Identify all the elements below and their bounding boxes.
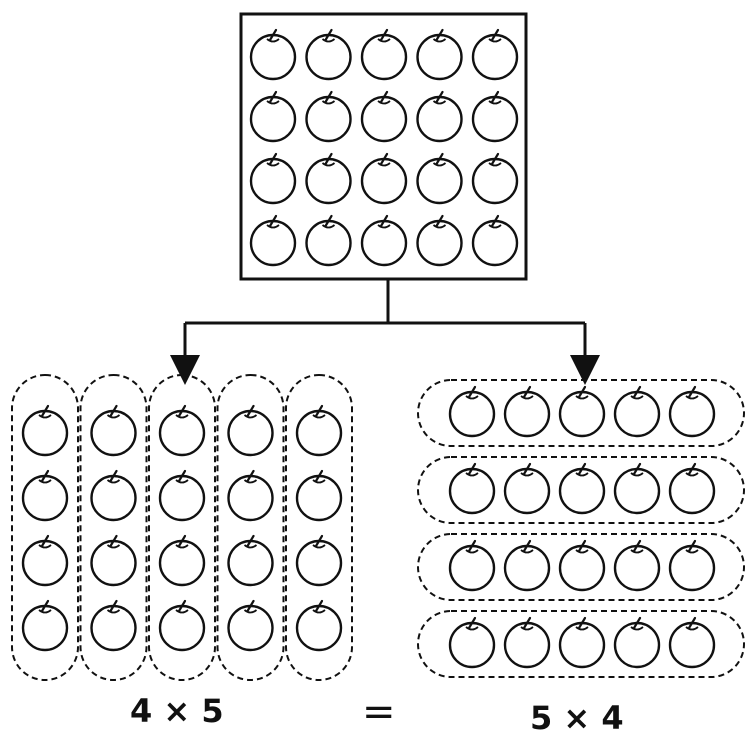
apple-icon <box>558 385 606 438</box>
column-group <box>285 374 353 681</box>
apple-icon <box>503 462 551 515</box>
apple-icon <box>21 404 69 457</box>
row-group <box>417 456 745 524</box>
apple-icon <box>416 152 463 205</box>
apple-icon <box>503 616 551 669</box>
top-apple-grid <box>249 28 519 267</box>
top-frame <box>239 12 528 281</box>
apple-icon <box>227 404 274 457</box>
apple-icon <box>158 404 206 457</box>
apple-icon <box>295 404 343 457</box>
apple-icon <box>471 90 519 143</box>
apple-icon <box>613 385 661 438</box>
apple-icon <box>613 616 661 669</box>
apple-icon <box>668 539 716 592</box>
row-groups <box>417 379 745 678</box>
apple-icon <box>249 90 297 143</box>
apple-icon <box>416 90 463 143</box>
apple-icon <box>295 469 343 522</box>
right-apple-grid <box>448 385 716 669</box>
column-group <box>11 374 79 681</box>
apple-icon <box>558 539 606 592</box>
apple-icon <box>360 214 408 267</box>
apple-icon <box>416 28 463 81</box>
apple-icon <box>227 534 274 587</box>
apple-icon <box>305 90 352 143</box>
apple-icon <box>295 534 343 587</box>
apple-icon <box>90 469 137 522</box>
apple-icon <box>21 534 69 587</box>
apple-icon <box>471 214 519 267</box>
column-group <box>216 374 285 681</box>
column-group <box>79 374 148 681</box>
apple-icon <box>360 90 408 143</box>
apple-icon <box>158 534 206 587</box>
left-expression: 4 × 5 <box>130 692 224 730</box>
row-group <box>417 533 745 601</box>
apple-icon <box>471 28 519 81</box>
apple-icon <box>249 28 297 81</box>
apple-icon <box>448 462 496 515</box>
apple-icon <box>668 462 716 515</box>
row-group <box>417 610 745 678</box>
apple-icon <box>558 462 606 515</box>
apple-icon <box>305 152 352 205</box>
apple-icon <box>305 214 352 267</box>
apple-icon <box>668 616 716 669</box>
apple-icon <box>249 152 297 205</box>
apple-icon <box>90 534 137 587</box>
apple-icon <box>90 599 137 652</box>
apple-icon <box>503 385 551 438</box>
apple-icon <box>305 28 352 81</box>
apple-icon <box>295 599 343 652</box>
apple-icon <box>668 385 716 438</box>
right-expression: 5 × 4 <box>530 699 624 737</box>
apple-icon <box>360 152 408 205</box>
apple-icon <box>21 599 69 652</box>
apple-icon <box>158 469 206 522</box>
apple-icon <box>558 616 606 669</box>
apple-icon <box>503 539 551 592</box>
row-group <box>417 379 745 447</box>
column-group <box>148 374 216 681</box>
apple-icon <box>448 616 496 669</box>
apple-icon <box>613 462 661 515</box>
apple-icon <box>416 214 463 267</box>
apple-icon <box>227 599 274 652</box>
left-apple-grid <box>21 404 343 652</box>
apple-icon <box>471 152 519 205</box>
apple-icon <box>448 385 496 438</box>
apple-icon <box>90 404 137 457</box>
apple-icon <box>21 469 69 522</box>
apple-icon <box>360 28 408 81</box>
apple-icon <box>613 539 661 592</box>
apple-icon <box>448 539 496 592</box>
apple-icon <box>158 599 206 652</box>
apple-icon <box>227 469 274 522</box>
equals-sign: = <box>362 689 396 735</box>
column-groups <box>11 374 353 681</box>
apple-icon <box>249 214 297 267</box>
